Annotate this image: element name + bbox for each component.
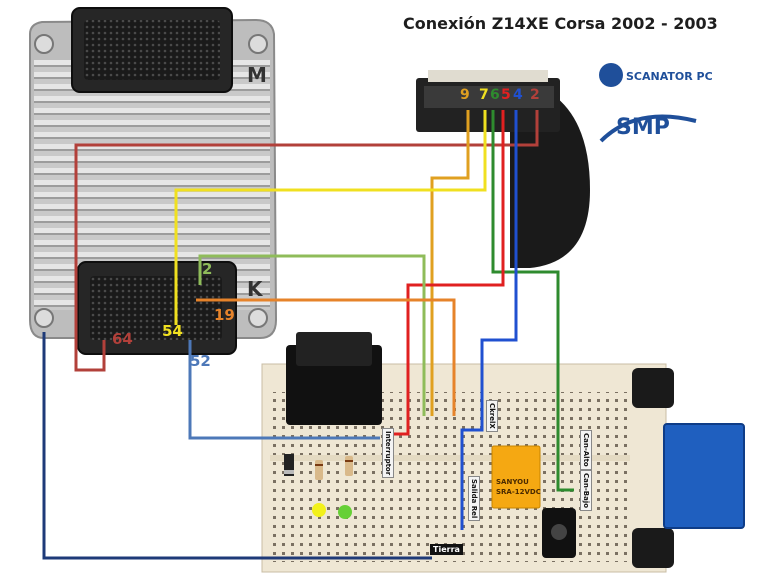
wire-brown-2 — [74, 110, 539, 372]
mount-hole — [248, 308, 268, 328]
obd-pin-9-label: 9 — [460, 87, 470, 103]
resistor — [315, 460, 323, 480]
toggle-switch — [286, 332, 382, 425]
wire-red-5 — [388, 110, 505, 436]
ecu-label-m: M — [247, 63, 267, 87]
wire-navy-ground — [42, 332, 432, 560]
wire-steelblue-k52 — [188, 340, 380, 440]
wire-green-6 — [491, 110, 574, 492]
dc-jack — [542, 508, 576, 558]
resistor — [345, 456, 353, 476]
wire-lightgreen-k2 — [198, 254, 426, 416]
mount-hole — [248, 34, 268, 54]
svg-text:SMP: SMP — [616, 115, 670, 140]
obd-pin-6-label: 6 — [490, 87, 500, 103]
led-yellow — [312, 503, 326, 517]
ecu-module: M K — [29, 7, 278, 355]
ecu-pin-52-label: 52 — [190, 352, 211, 370]
led-green — [338, 505, 352, 519]
wire-yellow-7 — [174, 110, 487, 325]
can-bajo-label: Can-Bajo — [580, 470, 592, 512]
obd-pin-4-label: 4 — [513, 87, 523, 103]
wire-blue-4 — [460, 110, 518, 530]
ecu-connector-k — [77, 261, 237, 355]
ecu-pin-2-label: 2 — [202, 260, 213, 278]
ecu-label-k: K — [247, 277, 264, 301]
salida-rel-label: Salida Rel — [468, 476, 480, 522]
ecu-pin-54-label: 54 — [162, 322, 183, 340]
wire-set — [42, 110, 574, 560]
diagram-title: Conexión Z14XE Corsa 2002 - 2003 — [403, 14, 718, 33]
interruptor-label: Interruptor — [382, 428, 394, 479]
obd-pin-5-label: 5 — [501, 87, 511, 103]
obd-pin-2-label: 2 — [530, 87, 540, 103]
obd-pin-7-label: 7 — [479, 87, 489, 103]
scanator-logo: SCANATOR PC — [596, 60, 726, 90]
relay-brand-label: SANYOU — [496, 478, 529, 486]
mount-hole — [34, 34, 54, 54]
obd-mating-connector — [632, 368, 745, 568]
smp-logo: SMP — [596, 96, 718, 146]
obd-connector — [416, 70, 590, 268]
tierra-label: Tierra — [430, 544, 463, 555]
can-alto-label: Can-Alto — [580, 430, 592, 470]
ecu-connector-m — [71, 7, 233, 93]
relay — [491, 445, 541, 509]
diode — [284, 454, 294, 476]
wire-orange-9 — [430, 110, 470, 416]
mount-hole — [34, 308, 54, 328]
ecu-pin-64-label: 64 — [112, 330, 133, 348]
ckrelx-label: CkrelX — [486, 400, 498, 432]
relay-model-label: SRA-12VDC — [496, 488, 541, 496]
wire-lightorange-k19 — [196, 298, 456, 416]
ecu-pin-19-label: 19 — [214, 306, 235, 324]
svg-text:SCANATOR PC: SCANATOR PC — [626, 70, 713, 83]
